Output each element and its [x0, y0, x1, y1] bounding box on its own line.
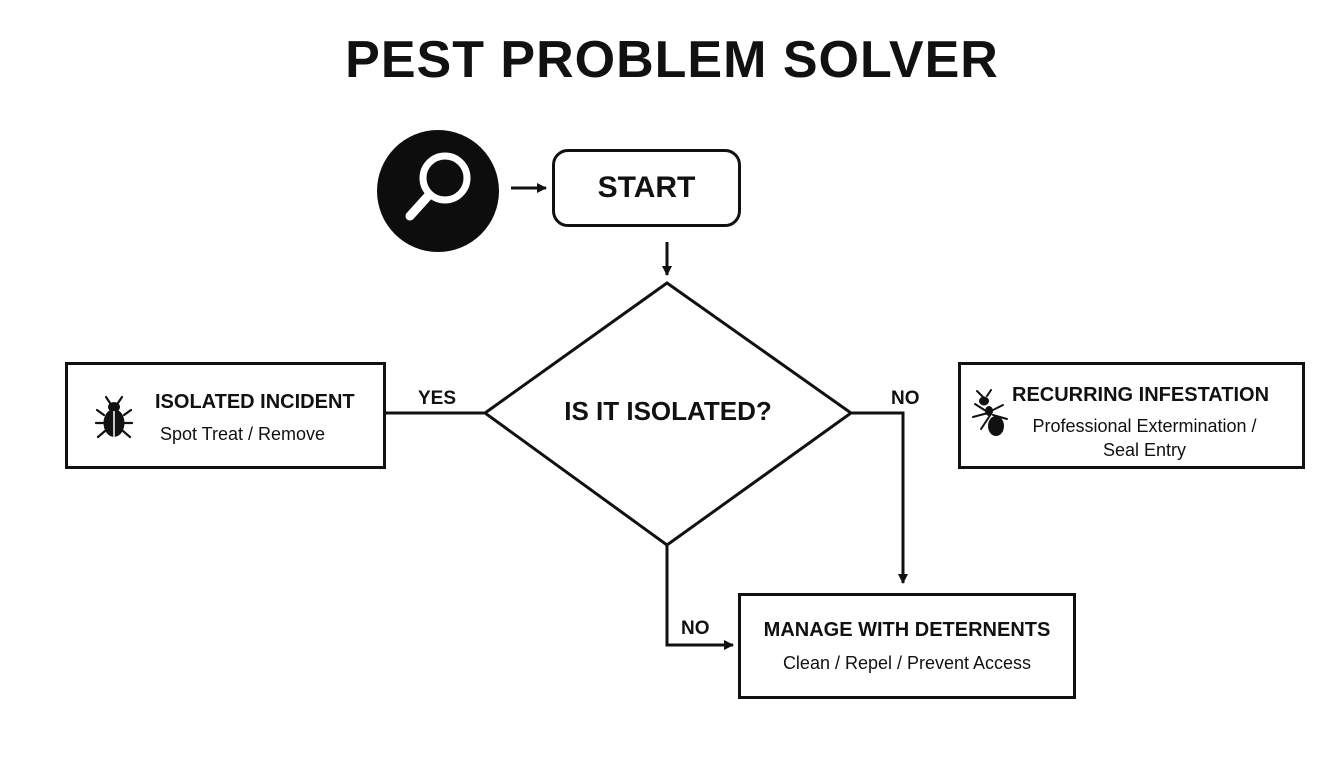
recurring-infestation-node: RECURRING INFESTATION Professional Exter…: [958, 362, 1305, 469]
page-title: PEST PROBLEM SOLVER: [345, 31, 999, 89]
beetle-icon: [94, 395, 134, 441]
edge-label-no-right: NO: [891, 388, 920, 409]
recurring-infestation-subtitle-line1: Professional Extermination /: [1032, 416, 1257, 436]
start-label: START: [597, 171, 696, 204]
manage-deterrents-title: MANAGE WITH DETERNENTS: [763, 619, 1051, 641]
ant-icon: [969, 389, 1009, 439]
recurring-infestation-title: RECURRING INFESTATION: [1012, 384, 1270, 406]
line-decision-to-manage-right: [851, 411, 908, 584]
edge-label-yes: YES: [418, 388, 457, 409]
decision-label: IS IT ISOLATED?: [564, 396, 772, 426]
isolated-incident-subtitle: Spot Treat / Remove: [159, 424, 326, 444]
isolated-incident-title: ISOLATED INCIDENT: [155, 391, 355, 413]
edge-label-no-bottom: NO: [681, 618, 710, 639]
isolated-incident-node: ISOLATED INCIDENT Spot Treat / Remove: [65, 362, 386, 469]
manage-deterrents-node: MANAGE WITH DETERNENTS Clean / Repel / P…: [738, 593, 1076, 699]
magnifier-icon: [377, 130, 499, 252]
start-node: START: [552, 149, 741, 227]
recurring-infestation-subtitle-line2: Seal Entry: [1102, 440, 1187, 460]
manage-deterrents-subtitle: Clean / Repel / Prevent Access: [782, 653, 1032, 673]
line-decision-to-manage-bottom: [665, 545, 734, 650]
